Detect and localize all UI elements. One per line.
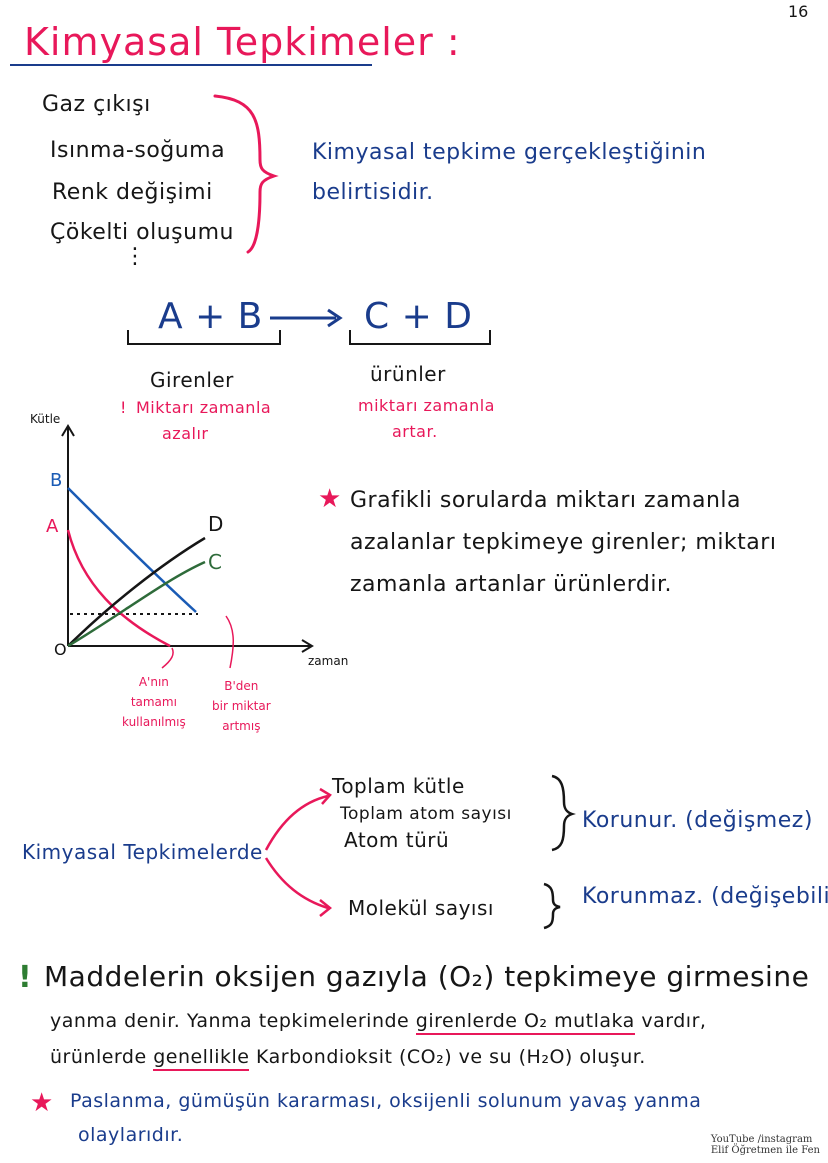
conserved-result: Korunur. (değişmez) xyxy=(582,808,813,833)
combustion-line2-b: vardır, xyxy=(634,1010,707,1032)
annotation-b: B'den bir miktar artmış xyxy=(212,676,271,736)
annotation-a: A'nın tamamı kullanılmış xyxy=(122,672,186,732)
graph-note-line2: azalanlar tepkimeye girenler; miktarı xyxy=(350,530,777,555)
indicator-precipitate: Çökelti oluşumu xyxy=(50,220,234,245)
conserved-brace xyxy=(551,774,576,852)
combustion-line3: ürünlerde genellikle Karbondioksit (CO₂)… xyxy=(50,1040,646,1075)
origin-label: O xyxy=(54,640,67,659)
x-axis-arrow xyxy=(301,639,314,653)
curve-label-d: D xyxy=(208,512,224,536)
reactants-label: Girenler xyxy=(150,368,234,392)
curve-a xyxy=(66,529,171,648)
annotation-b-arrow xyxy=(225,615,234,669)
annotation-b-line2: bir miktar xyxy=(212,699,271,713)
combustion-line3-underlined: genellikle xyxy=(153,1046,250,1071)
products-label: ürünler xyxy=(370,362,446,386)
combustion-line3-b: Karbondioksit (CO₂) ve su (H₂O) oluşur. xyxy=(249,1046,646,1068)
products-note-line2: artar. xyxy=(392,422,438,441)
curve-label-c: C xyxy=(208,550,222,574)
annotation-a-line1: A'nın xyxy=(138,675,169,689)
indicator-gas: Gaz çıkışı xyxy=(42,92,151,117)
page-number: 16 xyxy=(788,2,809,21)
indicator-heat: Isınma-soğuma xyxy=(50,138,226,163)
mass-time-graph xyxy=(61,424,314,669)
y-axis-label: Kütle xyxy=(30,412,61,426)
title-underline xyxy=(10,64,372,66)
not-conserved-item: Molekül sayısı xyxy=(348,896,494,920)
reactants-note-line2: azalır xyxy=(162,424,209,443)
indicator-ellipsis: ⋮ xyxy=(124,244,146,269)
annotation-a-arrow xyxy=(161,647,174,669)
annotation-b-line3: artmış xyxy=(222,719,261,733)
graph-note: Grafikli sorularda miktarı zamanla azala… xyxy=(350,480,776,606)
annotation-a-line2: tamamı xyxy=(130,695,177,709)
conserved-item-atom-type: Atom türü xyxy=(344,828,450,852)
slow-combustion-line2: olaylarıdır. xyxy=(78,1124,184,1146)
curve-c xyxy=(67,560,206,648)
page-title: Kimyasal Tepkimeler : xyxy=(24,20,461,64)
curve-b xyxy=(67,487,197,613)
indicator-result-line2: belirtisidir. xyxy=(312,180,434,205)
reaction-arrow xyxy=(270,308,343,328)
not-conserved-brace xyxy=(543,882,561,930)
conservation-branch-arrows xyxy=(264,787,333,917)
conserved-item-atoms: Toplam atom sayısı xyxy=(340,804,512,824)
graph-note-line3: zamanla artanlar ürünlerdir. xyxy=(350,572,672,597)
slow-combustion-line1: Paslanma, gümüşün kararması, oksijenli s… xyxy=(70,1090,702,1112)
curly-brace-indicators xyxy=(213,94,279,254)
indicator-result-line1: Kimyasal tepkime gerçekleştiğinin xyxy=(312,140,707,165)
exclamation-icon: ! xyxy=(18,960,32,995)
equation-reactants: A + B xyxy=(158,296,263,337)
not-conserved-result: Korunmaz. (değişebilir.) xyxy=(582,884,828,909)
star-icon: ★ xyxy=(318,484,342,514)
y-axis-arrow xyxy=(61,424,75,437)
equation-brackets xyxy=(127,330,491,345)
annotation-b-line1: B'den xyxy=(224,679,259,693)
combustion-line1: Maddelerin oksijen gazıyla (O₂) tepkimey… xyxy=(44,960,810,993)
equation-products: C + D xyxy=(364,296,473,337)
footer-line2: Elif Öğretmen ile Fen xyxy=(710,1145,820,1156)
combustion-line2-a: yanma denir. Yanma tepkimelerinde xyxy=(50,1010,416,1032)
graph-note-line1: Grafikli sorularda miktarı zamanla xyxy=(350,488,742,513)
combustion-line2-underlined: girenlerde O₂ mutlaka xyxy=(415,1010,635,1035)
conservation-subject: Kimyasal Tepkimelerde xyxy=(22,840,263,864)
annotation-a-line3: kullanılmış xyxy=(122,715,186,729)
indicator-color: Renk değişimi xyxy=(52,180,213,205)
combustion-line2: yanma denir. Yanma tepkimelerinde girenl… xyxy=(50,1004,706,1039)
curve-d xyxy=(67,536,206,647)
footer-credit: YouTube /instagram Elif Öğretmen ile Fen xyxy=(711,1134,820,1156)
conserved-item-mass: Toplam kütle xyxy=(332,774,465,798)
combustion-line3-a: ürünlerde xyxy=(50,1046,154,1068)
reactants-note-icon: ! xyxy=(120,398,127,417)
footer-line1: YouTube /instagram xyxy=(710,1134,813,1145)
star-icon-2: ★ xyxy=(30,1088,54,1118)
curve-label-a: A xyxy=(46,516,59,537)
reactants-note-line1: Miktarı zamanla xyxy=(136,398,272,417)
x-axis-label: zaman xyxy=(308,654,349,668)
products-note-line1: miktarı zamanla xyxy=(358,396,495,415)
curve-label-b: B xyxy=(50,470,63,491)
